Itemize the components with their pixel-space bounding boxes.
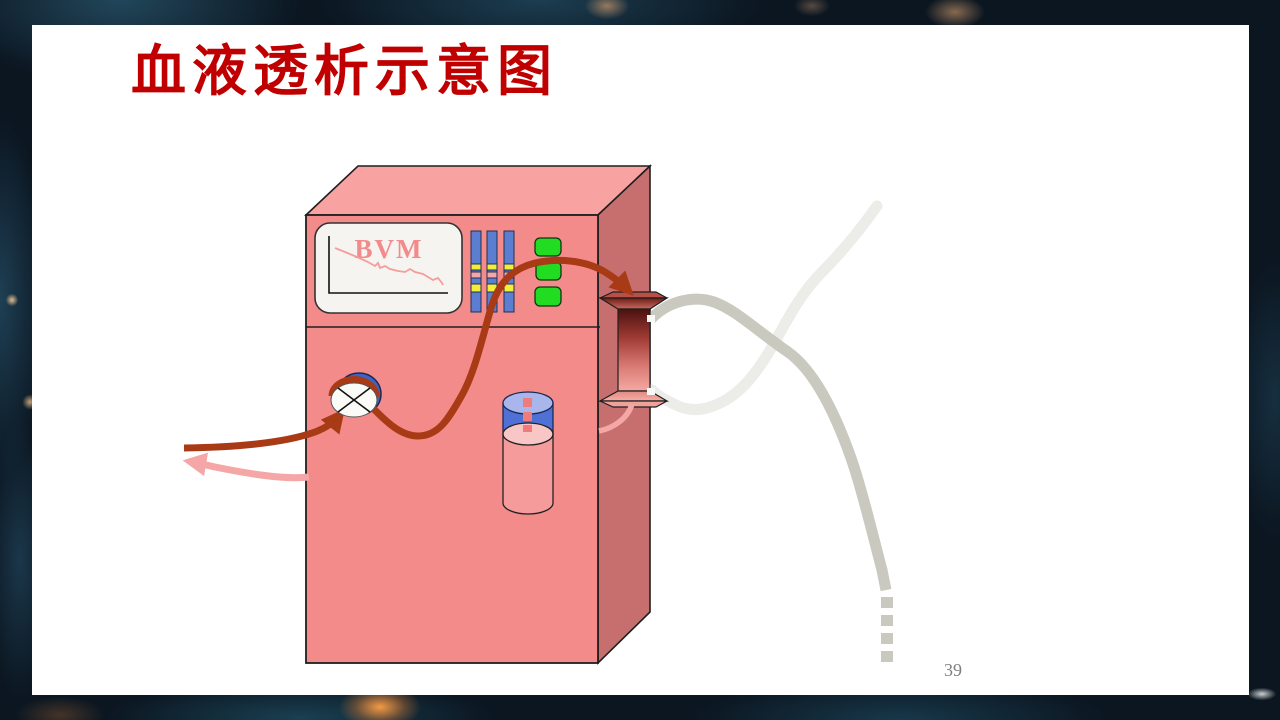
dialyzer-port [647,388,655,395]
screen-axes [328,236,448,294]
control-buttons [534,237,562,307]
page-number: 39 [944,660,962,680]
arterial-line-arrow [183,408,345,452]
indicator-bars [470,230,515,313]
blood-volume-trend-line [334,247,444,286]
venous-line-from-dialyzer [598,403,635,434]
green-button [534,286,562,307]
dialyzer-top-surface [599,291,668,299]
dialyzer-bottom-surface [599,400,668,408]
drip-chamber [502,391,554,515]
machine-top-face [303,165,653,216]
bvm-monitor-screen: BVM [314,222,463,314]
pump-cross-line [337,387,371,413]
green-button [534,237,562,257]
venous-return-arrow [182,452,310,482]
dialysate-outflow-tube [646,200,883,415]
dialysate-inflow-tube [647,293,892,592]
chamber-body [502,433,554,515]
blood-line-to-dialyzer [368,256,634,440]
dialyzer-body [617,308,651,392]
dialysate-dashed-line [881,597,893,662]
chamber-drip-dashes [523,398,532,432]
dialyzer-port [647,315,655,322]
slide-title: 血液透析示意图 [131,41,559,102]
screen-label: BVM [355,234,424,264]
indicator-bar-stripes [470,263,515,293]
chamber-fluid-level [502,422,554,446]
blood-pump [328,256,634,440]
pump-tube-wrap [328,376,380,398]
